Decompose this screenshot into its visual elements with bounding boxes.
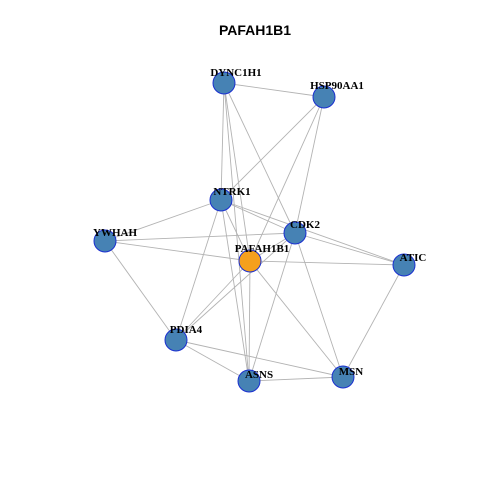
edge-cdk2-atic: [294, 232, 405, 266]
node-dync1h1: [212, 71, 236, 95]
node-label-ntrk1: NTRK1: [213, 186, 250, 198]
node-label-asns: ASNS: [245, 369, 273, 381]
edge-asns-msn: [248, 376, 344, 382]
diagram-title: PAFAH1B1: [219, 22, 291, 38]
edge-hsp90aa1-ntrk1: [220, 96, 325, 201]
edge-ntrk1-ywhah: [104, 199, 222, 242]
edge-pafah1b1-pdia4: [175, 260, 251, 341]
node-label-pdia4: PDIA4: [170, 324, 203, 336]
edge-dync1h1-cdk2: [223, 82, 296, 234]
node-msn: [331, 365, 355, 389]
node-label-pafah1b1: PAFAH1B1: [235, 243, 290, 255]
node-ywhah: [93, 229, 117, 253]
edges-layer: [104, 82, 405, 382]
edge-dync1h1-hsp90aa1: [223, 82, 325, 98]
node-label-dync1h1: DYNC1H1: [210, 67, 261, 79]
edge-pafah1b1-atic: [249, 260, 405, 266]
edge-pdia4-msn: [175, 339, 344, 378]
node-label-atic: ATIC: [400, 252, 427, 264]
edge-cdk2-asns: [248, 232, 296, 382]
node-pdia4: [164, 328, 188, 352]
edge-ywhah-pafah1b1: [104, 240, 251, 262]
edge-ywhah-pdia4: [104, 240, 177, 341]
node-atic: [392, 253, 416, 277]
edge-hsp90aa1-pafah1b1: [249, 96, 325, 262]
node-label-hsp90aa1: HSP90AA1: [310, 80, 364, 92]
edge-ntrk1-asns: [220, 199, 250, 382]
edge-cdk2-msn: [294, 232, 344, 378]
node-label-cdk2: CDK2: [290, 219, 320, 231]
node-pafah1b1: [238, 249, 262, 273]
node-label-ywhah: YWHAH: [93, 227, 137, 239]
edge-dync1h1-pafah1b1: [223, 82, 251, 262]
edge-dync1h1-ntrk1: [220, 82, 225, 201]
edge-atic-msn: [342, 264, 405, 378]
node-asns: [237, 369, 261, 393]
edge-hsp90aa1-cdk2: [294, 96, 325, 234]
edge-ntrk1-cdk2: [220, 199, 296, 234]
nodes-layer: [93, 71, 416, 393]
edge-cdk2-ywhah: [104, 232, 296, 242]
edge-pdia4-asns: [175, 339, 250, 382]
edge-ntrk1-pdia4: [175, 199, 222, 341]
node-label-msn: MSN: [339, 366, 364, 378]
node-hsp90aa1: [312, 85, 336, 109]
edge-pafah1b1-msn: [249, 260, 344, 378]
edge-ntrk1-atic: [220, 199, 405, 266]
node-cdk2: [283, 221, 307, 245]
edge-pafah1b1-asns: [248, 260, 251, 382]
edge-cdk2-pdia4: [175, 232, 296, 341]
node-ntrk1: [209, 188, 233, 212]
